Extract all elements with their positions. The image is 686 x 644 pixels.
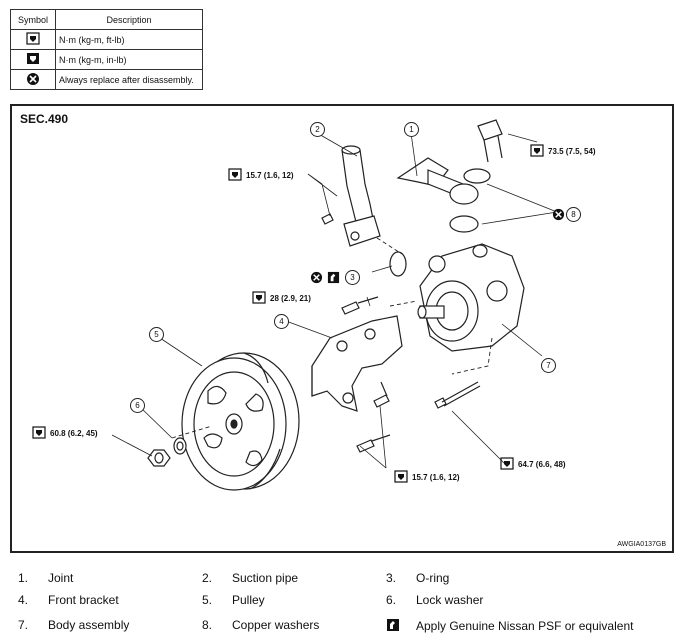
torque-label-1: 73.5 (7.5, 54) bbox=[530, 144, 596, 159]
legend-item: Apply Genuine Nissan PSF or equivalent bbox=[386, 618, 633, 633]
callout-7: 7 bbox=[541, 358, 556, 373]
o-ring-drawing bbox=[389, 251, 407, 277]
callout-6: 6 bbox=[130, 398, 145, 413]
callout-1: 1 bbox=[404, 122, 419, 137]
torque-label-2: 15.7 (1.6, 12) bbox=[228, 168, 294, 183]
torque-label-5: 64.7 (6.6, 48) bbox=[500, 457, 566, 472]
symbol-table: Symbol Description N·m (kg-m, ft-lb) N·m… bbox=[10, 9, 203, 90]
fluid-icon bbox=[386, 618, 416, 633]
legend-item: 7.Body assembly bbox=[18, 618, 130, 632]
fluid-icon bbox=[327, 271, 340, 289]
symbol-header: Symbol bbox=[10, 9, 56, 30]
callout-4: 4 bbox=[274, 314, 289, 329]
torque-desc: N·m (kg-m, ft-lb) bbox=[55, 29, 203, 50]
diagram-frame: SEC.490 bbox=[10, 104, 674, 553]
replace-icon bbox=[552, 208, 565, 226]
legend-item: 6.Lock washer bbox=[386, 593, 484, 607]
legend-item: 1.Joint bbox=[18, 571, 74, 585]
torque-inlb-icon bbox=[10, 49, 56, 70]
legend-item: 8.Copper washers bbox=[202, 618, 320, 632]
torque-icon bbox=[530, 144, 544, 159]
legend-item: 4.Front bracket bbox=[18, 593, 119, 607]
description-header: Description bbox=[55, 9, 203, 30]
torque-icon bbox=[32, 426, 46, 441]
torque-inlb-desc: N·m (kg-m, in-lb) bbox=[55, 49, 203, 70]
legend-item: 5.Pulley bbox=[202, 593, 265, 607]
suction-pipe-drawing bbox=[341, 145, 381, 247]
pump-body-drawing bbox=[417, 243, 525, 352]
callout-5: 5 bbox=[149, 327, 164, 342]
replace-desc: Always replace after disassembly. bbox=[55, 69, 203, 90]
torque-label-6: 15.7 (1.6, 12) bbox=[394, 470, 460, 485]
torque-label-4: 60.8 (6.2, 45) bbox=[32, 426, 98, 441]
torque-label-3: 28 (2.9, 21) bbox=[252, 291, 311, 306]
replace-icon bbox=[10, 69, 56, 90]
torque-icon bbox=[10, 29, 56, 50]
torque-icon bbox=[500, 457, 514, 472]
banjo-bolt-drawing bbox=[449, 119, 503, 233]
callout-2: 2 bbox=[310, 122, 325, 137]
pulley-drawing bbox=[181, 352, 300, 491]
joint-drawing bbox=[396, 157, 479, 205]
legend-item: 3.O-ring bbox=[386, 571, 450, 585]
replace-icon bbox=[310, 271, 323, 289]
callout-3: 3 bbox=[345, 270, 360, 285]
front-bracket-drawing bbox=[311, 315, 403, 412]
torque-icon bbox=[252, 291, 266, 306]
callout-8: 8 bbox=[566, 207, 581, 222]
torque-icon bbox=[228, 168, 242, 183]
power-steering-pump-drawing bbox=[111, 119, 558, 491]
nut-washer-drawing bbox=[147, 437, 187, 467]
torque-icon bbox=[394, 470, 408, 485]
section-label: SEC.490 bbox=[20, 112, 69, 126]
figure-id: AWGIA0137GB bbox=[617, 541, 666, 548]
legend-item: 2.Suction pipe bbox=[202, 571, 299, 585]
